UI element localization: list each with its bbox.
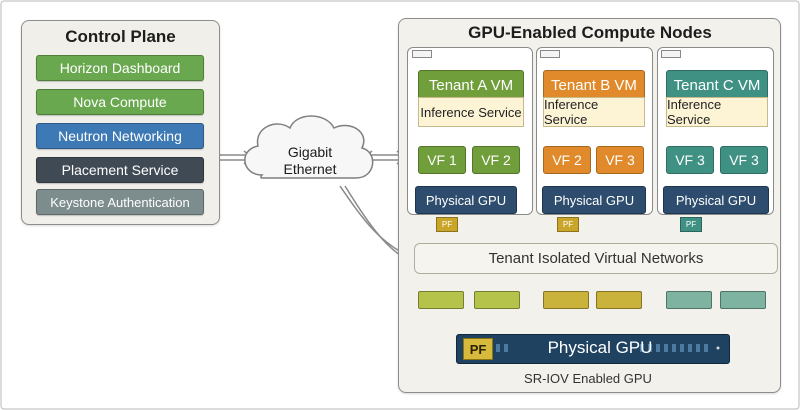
vf-chip-1 bbox=[418, 291, 464, 309]
control-plane-title: Control Plane bbox=[65, 27, 176, 46]
vf-chip-3 bbox=[543, 291, 589, 309]
vf-chip-4 bbox=[596, 291, 642, 309]
neutron-networking-service: Neutron Networking bbox=[36, 123, 204, 149]
node-c-physical-gpu: Physical GPU bbox=[663, 186, 769, 214]
sriov-caption: SR-IOV Enabled GPU bbox=[524, 370, 652, 386]
tenant-a-vm: Tenant A VM bbox=[418, 70, 524, 100]
node-b-tab bbox=[540, 50, 560, 58]
tenant-c-inference-service: Inference Service bbox=[666, 97, 768, 127]
keystone-authentication-service: Keystone Authentication bbox=[36, 189, 204, 215]
sriov-pf-badge: PF bbox=[463, 338, 493, 360]
vf-chip-5 bbox=[666, 291, 712, 309]
tenant-a-inference-service: Inference Service bbox=[418, 97, 524, 127]
tenant-b-inference-service: Inference Service bbox=[543, 97, 645, 127]
sriov-physical-gpu bbox=[456, 334, 730, 364]
nova-compute-service: Nova Compute bbox=[36, 89, 204, 115]
tenant-b-vf-3: VF 3 bbox=[596, 146, 644, 174]
node-b-pf-badge: PF bbox=[557, 217, 579, 232]
horizon-dashboard-service: Horizon Dashboard bbox=[36, 55, 204, 81]
sriov-physical-gpu-label: Physical GPU bbox=[547, 338, 653, 357]
vf-chip-2 bbox=[474, 291, 520, 309]
tenant-b-vm: Tenant B VM bbox=[543, 70, 645, 100]
gpu-memory-pattern bbox=[496, 344, 720, 352]
tenant-c-vf-3b: VF 3 bbox=[720, 146, 768, 174]
tenant-b-vf-2: VF 2 bbox=[543, 146, 591, 174]
node-a-physical-gpu: Physical GPU bbox=[415, 186, 517, 214]
tenant-c-vm: Tenant C VM bbox=[666, 70, 768, 100]
tenant-a-vf-1: VF 1 bbox=[418, 146, 466, 174]
gigabit-ethernet-label: Gigabit Ethernet bbox=[283, 144, 337, 177]
tenant-c-vf-3a: VF 3 bbox=[666, 146, 714, 174]
node-b-physical-gpu: Physical GPU bbox=[542, 186, 646, 214]
node-c-tab bbox=[661, 50, 681, 58]
tenant-a-vf-2: VF 2 bbox=[472, 146, 520, 174]
vf-chip-6 bbox=[720, 291, 766, 309]
tenant-isolated-virtual-networks: Tenant Isolated Virtual Networks bbox=[414, 243, 778, 274]
node-c-pf-badge: PF bbox=[680, 217, 702, 232]
placement-service: Placement Service bbox=[36, 157, 204, 183]
node-a-pf-badge: PF bbox=[436, 217, 458, 232]
cloud-shape bbox=[244, 115, 374, 179]
node-a-tab bbox=[412, 50, 432, 58]
compute-nodes-title: GPU-Enabled Compute Nodes bbox=[468, 23, 712, 42]
